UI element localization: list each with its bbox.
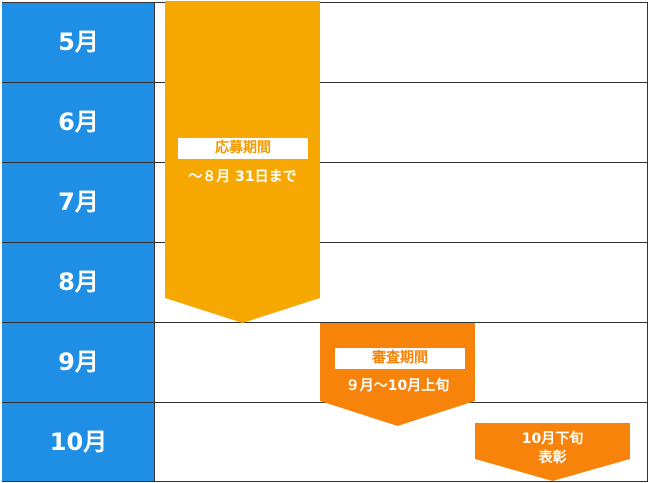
- month-label-august: 8月: [58, 268, 99, 296]
- month-label-september: 9月: [58, 348, 99, 376]
- row-divider: [2, 242, 647, 243]
- application-period-arrow: [165, 1, 320, 323]
- application-period-deadline: ～８月 31日まで: [188, 169, 297, 185]
- row-divider: [2, 322, 647, 323]
- month-label-june: 6月: [58, 108, 99, 136]
- review-period-dates: ９月～10月上旬: [345, 378, 450, 394]
- row-divider: [2, 162, 647, 163]
- award-date: 10月下旬: [521, 431, 584, 447]
- review-period-title: 審査期間: [335, 348, 465, 369]
- row-divider: [2, 82, 647, 83]
- month-label-october: 10月: [49, 428, 108, 456]
- month-label-may: 5月: [58, 28, 99, 56]
- award-arrow: [475, 423, 630, 481]
- award-label: 表彰: [538, 450, 567, 466]
- application-period-title: 応募期間: [178, 138, 308, 159]
- row-divider: [2, 402, 647, 403]
- month-label-july: 7月: [58, 188, 99, 216]
